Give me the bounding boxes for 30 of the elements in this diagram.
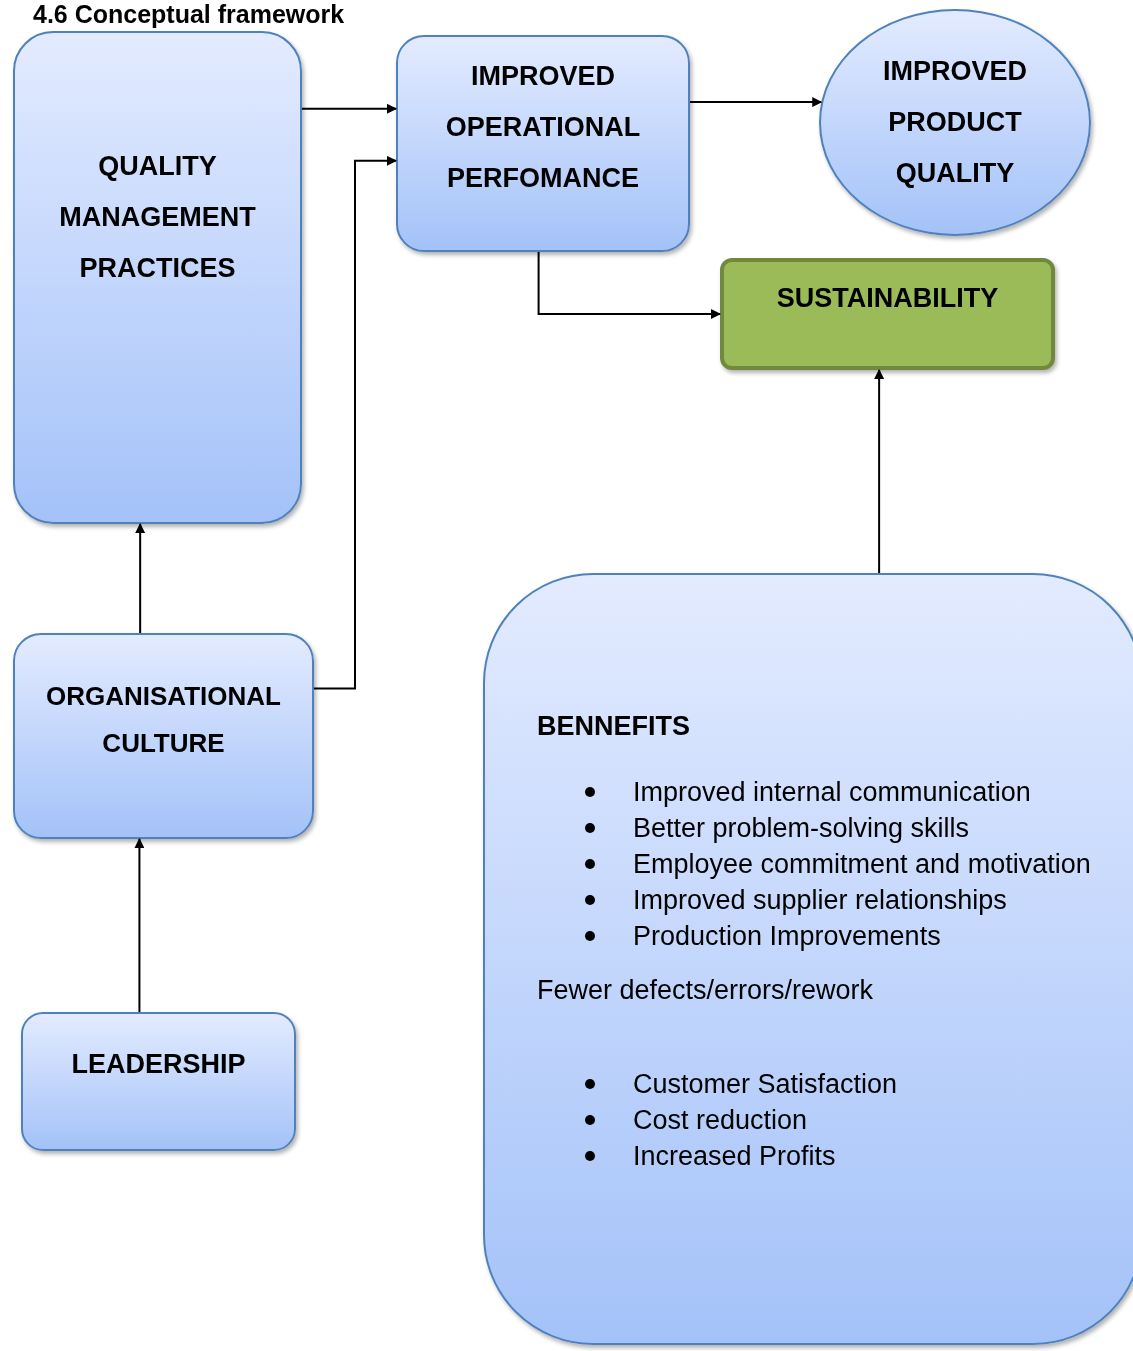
node-label: LEADERSHIP [71, 1048, 246, 1081]
concept-box [13, 633, 314, 839]
arrow [537, 251, 721, 319]
node-label: IMPROVED PRODUCT QUALITY [882, 55, 1028, 190]
benefit-item: Improved internal communication [633, 776, 1031, 809]
title: 4.6 Conceptual framework [33, 0, 345, 30]
concept-box [483, 573, 1133, 1345]
benefit-item: Production Improvements [633, 920, 941, 953]
node-label: ORGANISATIONAL CULTURE [45, 680, 282, 760]
benefits-note: Fewer defects/errors/rework [537, 974, 874, 1007]
concept-box [13, 31, 302, 524]
arrow [313, 155, 397, 690]
arrow [689, 97, 823, 108]
benefit-item: Cost reduction [633, 1104, 808, 1137]
arrow [874, 369, 885, 574]
node-label: QUALITY MANAGEMENT PRACTICES [58, 150, 257, 285]
benefit-item: Employee commitment and motivation [633, 848, 1091, 881]
benefit-item: Improved supplier relationships [633, 884, 1007, 917]
outcome-box [720, 258, 1055, 370]
concept-box [396, 35, 690, 252]
node-label: SUSTAINABILITY [776, 282, 999, 315]
arrow [134, 838, 145, 1013]
arrow [301, 103, 397, 114]
concept-box [21, 1012, 296, 1151]
node-label: IMPROVED OPERATIONAL PERFOMANCE [444, 60, 642, 195]
arrow [135, 523, 146, 634]
benefit-item: Increased Profits [633, 1140, 836, 1173]
benefit-item: Customer Satisfaction [633, 1068, 898, 1101]
benefits-heading: BENNEFITS [537, 710, 691, 743]
benefit-item: Better problem-solving skills [633, 812, 970, 845]
